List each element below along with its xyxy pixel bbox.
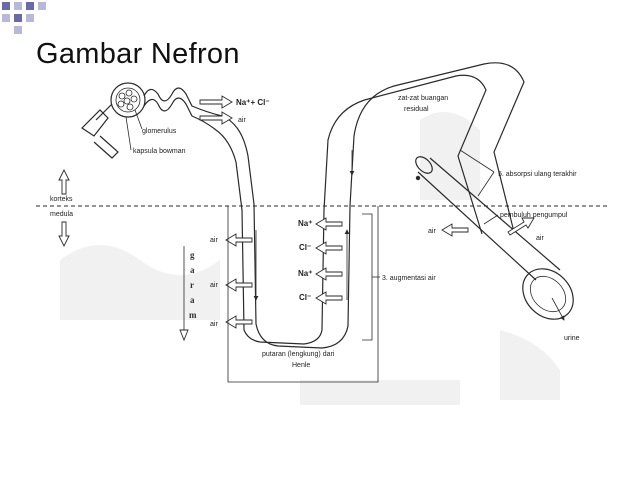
medula-label: medula <box>50 211 73 218</box>
urine-label: urine <box>564 335 580 342</box>
na-ion-label-2: Na⁺ <box>298 269 312 278</box>
kapsula-label: kapsula bowman <box>133 148 186 155</box>
henle-box <box>227 206 379 383</box>
bowman-capsule <box>110 82 146 118</box>
corner-square <box>2 14 10 22</box>
corner-square <box>14 2 22 10</box>
svg-text:r: r <box>190 280 194 290</box>
air-desc-label-1: air <box>210 237 218 244</box>
svg-text:m: m <box>189 310 197 320</box>
absorpsi-pointer <box>459 149 495 197</box>
air-desc-label-3: air <box>210 321 218 328</box>
glomerulus <box>117 89 138 111</box>
glomerulus-pointer <box>134 109 143 130</box>
collecting-duct <box>415 156 574 321</box>
slide-title: Gambar Nefron <box>36 38 240 70</box>
pembuluh-pointer <box>483 214 499 225</box>
korteks-label: korteks <box>50 196 73 203</box>
corner-square <box>14 26 22 34</box>
na-ion-label-1: Na⁺ <box>298 219 312 228</box>
cl-ion-label-1: Cl⁻ <box>299 243 311 252</box>
corner-square <box>26 2 34 10</box>
garam-arrow <box>179 246 189 342</box>
korteks-arrow <box>58 168 70 195</box>
henle-label-line2: Henle <box>292 362 310 369</box>
nephron-tubule <box>143 62 525 349</box>
henle-label-line1: putaran (lengkung) dari <box>262 351 335 358</box>
medula-arrow <box>58 221 70 248</box>
absorpsi-label: 5. absorpsi ulang terakhir <box>498 171 577 178</box>
svg-text:a: a <box>190 265 195 275</box>
corner-square <box>2 2 10 10</box>
corner-square <box>38 2 46 10</box>
augmentasi-label: 3. augmentasi air <box>382 275 436 282</box>
renal-arteriole <box>81 103 119 159</box>
pembuluh-label: pembuluh pengumpul <box>500 212 568 219</box>
zat-buangan-label-line1: zat-zat buangan <box>398 95 448 102</box>
kapsula-pointer <box>125 116 132 151</box>
corner-square <box>14 14 22 22</box>
garam-label: g a r a m <box>189 250 197 320</box>
ascending-ion-arrows <box>315 217 343 305</box>
air-collect-right-label: air <box>536 235 544 242</box>
top-reabsorption-arrows <box>199 95 233 125</box>
corner-square <box>26 14 34 22</box>
corner-decoration <box>2 2 46 34</box>
augmentasi-bracket <box>362 213 380 341</box>
glomerulus-label: glomerulus <box>142 128 177 135</box>
svg-text:a: a <box>190 295 195 305</box>
cl-ion-label-2: Cl⁻ <box>299 293 311 302</box>
air-top-label: air <box>238 117 246 124</box>
na-cl-top-label: Na⁺+ Cl⁻ <box>236 98 270 107</box>
descending-air-arrows <box>225 233 253 329</box>
svg-text:g: g <box>190 250 195 260</box>
air-desc-label-2: air <box>210 282 218 289</box>
air-collect-left-label: air <box>428 228 436 235</box>
collecting-air-arrows <box>441 217 535 237</box>
zat-buangan-label-line2: residual <box>404 106 429 113</box>
